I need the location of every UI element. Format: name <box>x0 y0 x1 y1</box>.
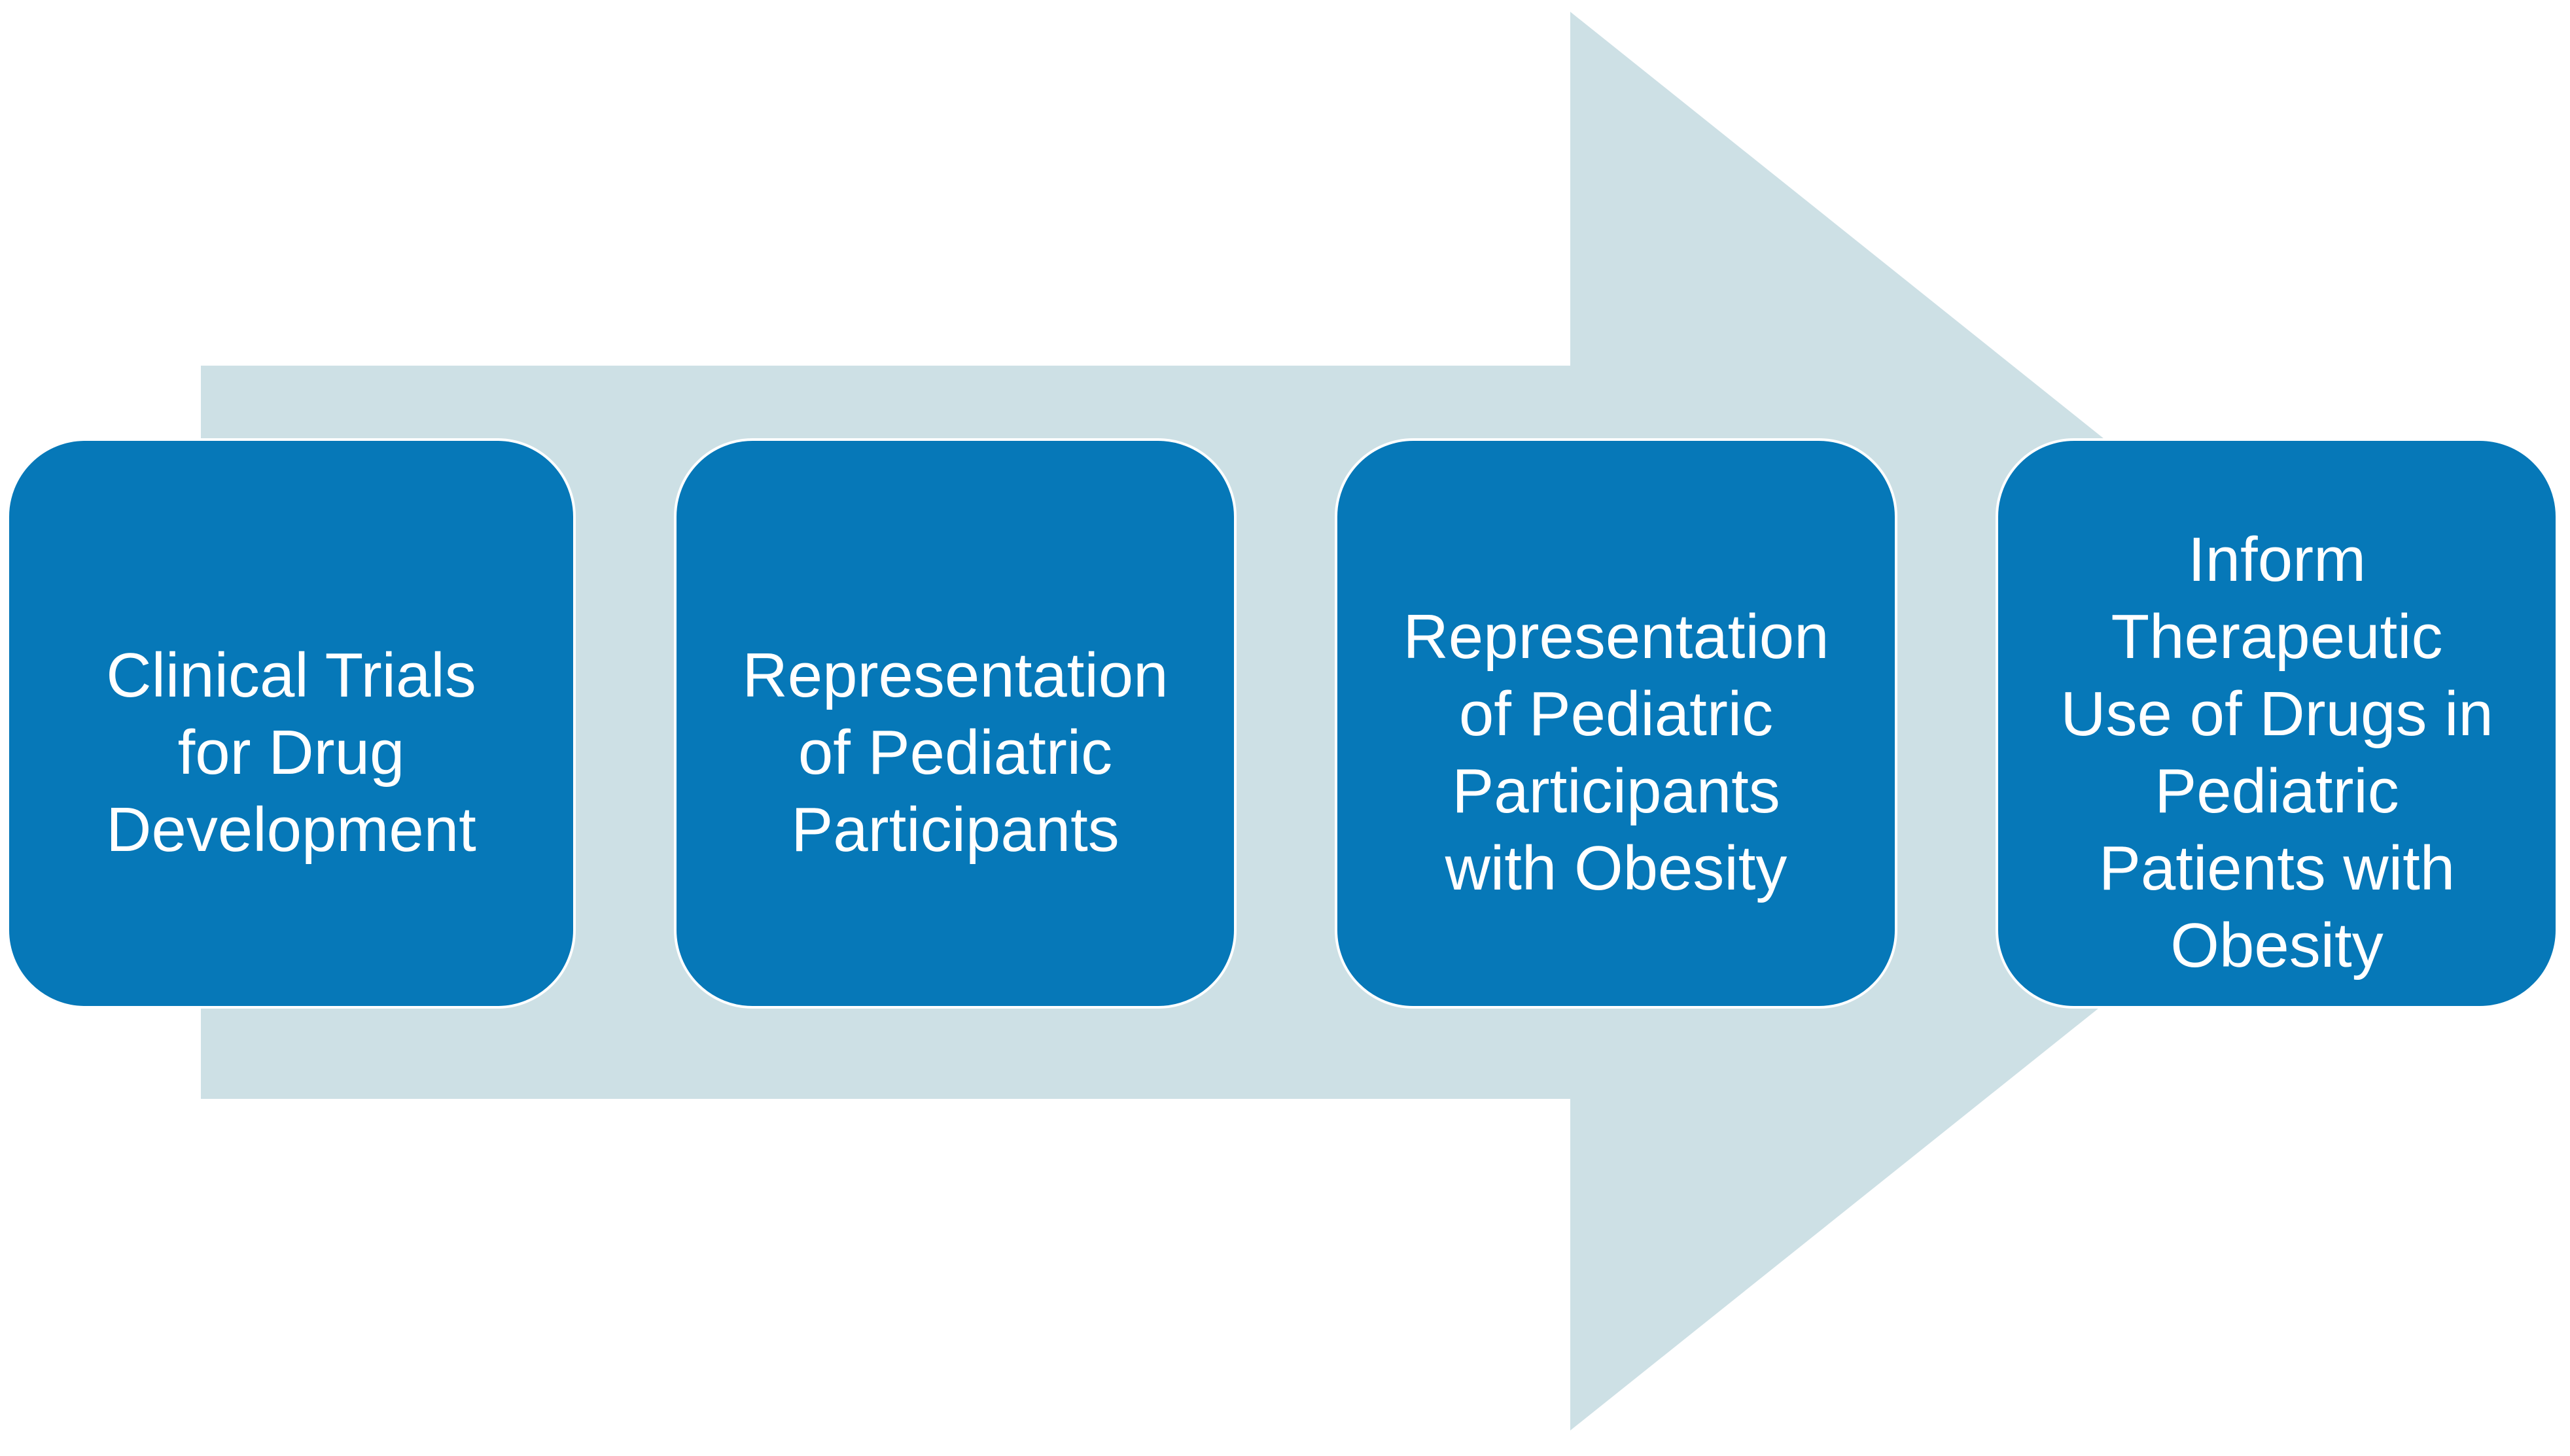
step-text-line: Clinical Trials <box>106 640 476 710</box>
step-text-line: Representation <box>1403 602 1829 672</box>
step-text-line: Inform <box>2187 525 2367 595</box>
step-text-line: Use of Drugs in <box>2060 679 2493 749</box>
step-box-pediatric-representation: Representation of Pediatric Participants <box>674 438 1237 1009</box>
step-text-line: Representation <box>742 640 1169 710</box>
right-arrow-shape <box>201 12 2457 1430</box>
step-box-clinical-trials: Clinical Trials for Drug Development <box>7 438 576 1009</box>
step-text-line: Pediatric <box>2155 756 2399 826</box>
step-text-line: for Drug <box>177 718 405 788</box>
step-text-line: of Pediatric <box>798 718 1113 788</box>
step-text-line: Patients with <box>2098 833 2456 903</box>
step-box-inform-therapeutic-use: Inform Therapeutic Use of Drugs in Pedia… <box>1996 438 2558 1009</box>
step-text-line: Participants <box>1452 756 1780 826</box>
step-text-line: Participants <box>791 795 1119 865</box>
step-text-line: Development <box>106 795 476 865</box>
step-text-line: Therapeutic <box>2111 602 2443 672</box>
step-text-line: Obesity <box>2170 910 2384 980</box>
step-text-line: with Obesity <box>1445 833 1787 903</box>
step-box-pediatric-obesity-representation: Representation of Pediatric Participants… <box>1335 438 1897 1009</box>
step-text-line: of Pediatric <box>1458 679 1774 749</box>
